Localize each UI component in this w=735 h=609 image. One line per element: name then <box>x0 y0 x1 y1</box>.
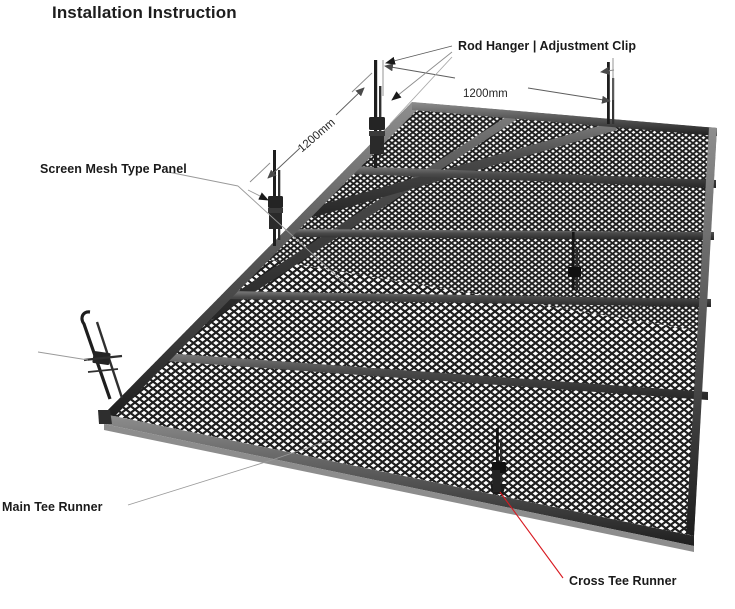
dimension-width-1200mm <box>382 58 614 104</box>
leader-main-tee-runner <box>127 439 331 506</box>
dimension-label-width: 1200mm <box>463 88 508 100</box>
hanger-top-right <box>607 62 615 124</box>
page-title: Installation Instruction <box>52 3 237 22</box>
hanger-mid-left <box>268 150 283 246</box>
callout-rod-hanger: Rod Hanger | Adjustment Clip <box>458 39 637 53</box>
hanger-top-left <box>369 60 385 168</box>
ceiling-panel-field <box>98 102 717 552</box>
callout-cross-tee-runner: Cross Tee Runner <box>569 574 677 588</box>
cross-tee-runner-group <box>165 166 716 400</box>
hanger-center <box>568 232 581 290</box>
callout-screen-mesh-panel: Screen Mesh Type Panel <box>40 162 187 176</box>
panel-frame <box>104 102 717 552</box>
leader-rod-hanger <box>385 45 453 125</box>
leader-cross-tee-runner <box>499 491 564 579</box>
cross-tee-stub <box>492 470 501 492</box>
hanger-left <box>80 310 124 400</box>
leader-rod-hanger-secondary <box>37 66 615 361</box>
dimension-depth-1200mm <box>249 72 373 183</box>
callout-main-tee-runner: Main Tee Runner <box>2 500 103 514</box>
leader-screen-mesh-panel <box>167 171 353 291</box>
